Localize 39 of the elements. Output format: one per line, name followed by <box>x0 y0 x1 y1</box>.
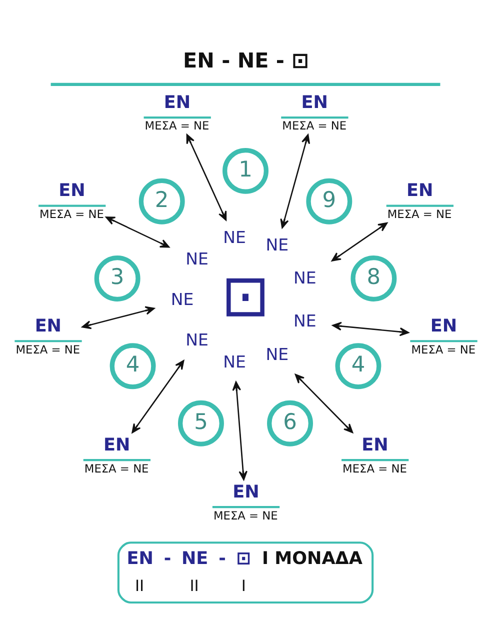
node-circle: 4 <box>334 343 381 390</box>
node-circle: 9 <box>306 178 352 224</box>
node-text: ΝΕ <box>293 268 316 288</box>
arrow <box>330 222 388 262</box>
node-box: ΕΝ - ΝΕ - ⊡ I ΜΟΝΑΔΑ II II I <box>116 542 374 604</box>
node-text: ΕΝ ΜΕΣΑ = ΝΕ <box>212 482 278 522</box>
node-text: ΝΕ <box>185 249 208 268</box>
node-text: ΕΝ ΜΕΣΑ = ΝΕ <box>282 92 346 133</box>
node-text: ΝΕ <box>265 344 288 364</box>
arrow <box>294 374 353 434</box>
node-text: ΕΝ ΜΕΣΑ = ΝΕ <box>84 435 148 476</box>
node-text: ΕΝ ΜΕΣΑ = ΝΕ <box>15 316 80 356</box>
node-text: ΝΕ <box>293 312 316 331</box>
node-circle: 8 <box>350 256 396 302</box>
node-text: ΕΝ ΜΕΣΑ = ΝΕ <box>410 316 476 356</box>
node-circle: 6 <box>266 400 312 446</box>
arrow <box>131 360 184 434</box>
node-text: ΝΕ <box>185 330 208 350</box>
arrow <box>280 134 310 228</box>
arrow <box>186 134 226 221</box>
arrow <box>232 381 247 480</box>
arrow <box>105 216 170 248</box>
diagram-title: ΕΝ - ΝΕ - ⊡ <box>182 48 308 72</box>
node-text: ΝΕ <box>222 352 246 372</box>
node-text: ΝΕ <box>170 290 194 310</box>
arrow <box>332 322 409 336</box>
node-circle: 2 <box>138 178 184 224</box>
node-text: ⊡ <box>220 261 270 330</box>
node-text: ΝΕ <box>265 235 288 254</box>
node-text: ΕΝ ΜΕΣΑ = ΝΕ <box>39 181 104 222</box>
node-text: ΝΕ <box>222 228 246 247</box>
node-circle: 4 <box>109 343 156 390</box>
arrow <box>81 306 154 330</box>
node-text: ΕΝ ΜΕΣΑ = ΝΕ <box>386 181 452 222</box>
node-circle: 3 <box>94 256 140 302</box>
node-text: ΕΝ ΜΕΣΑ = ΝΕ <box>144 92 209 133</box>
node-circle: 5 <box>178 400 224 446</box>
node-text: ΕΝ ΜΕΣΑ = ΝΕ <box>342 435 406 476</box>
node-circle: 1 <box>222 148 268 194</box>
